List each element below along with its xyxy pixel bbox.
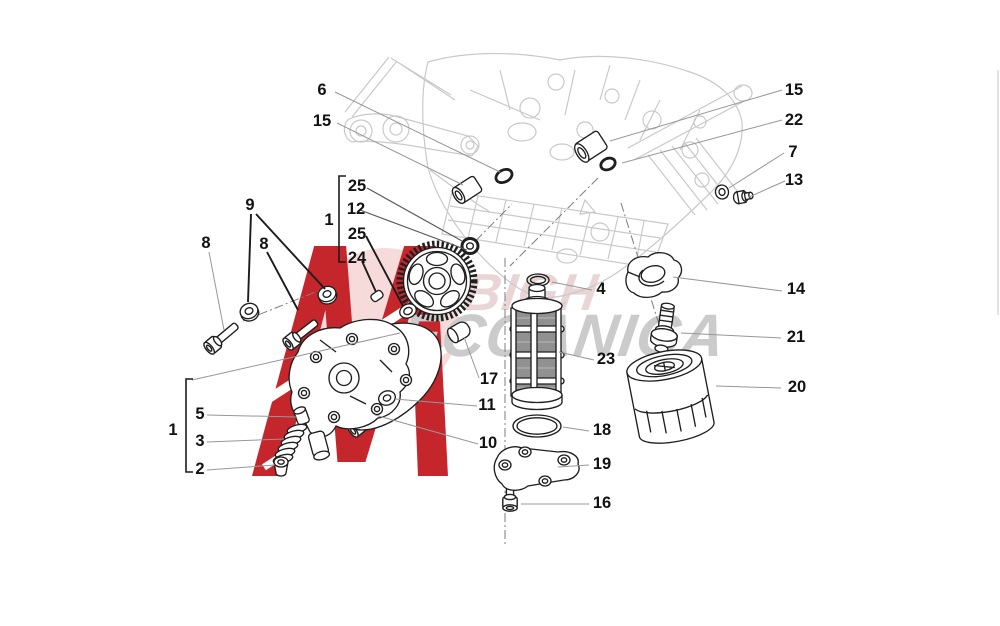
part-label-11: 11 (478, 396, 495, 414)
washer-9-b (317, 285, 338, 305)
oring-6 (494, 167, 514, 185)
part-label-20: 20 (788, 378, 806, 396)
part-label-8: 8 (259, 235, 268, 253)
spring-washer-25 (399, 303, 417, 319)
oil-pump-body (288, 318, 442, 461)
bolt-13 (732, 189, 754, 205)
union-21 (649, 302, 678, 353)
part-label-12: 12 (347, 200, 365, 218)
part-label-16: 16 (593, 494, 611, 512)
part-label-18: 18 (593, 421, 611, 439)
washer-7 (714, 184, 730, 200)
bolt-8-left (201, 318, 243, 357)
part-label-22: 22 (785, 111, 803, 129)
mesh-filter-23 (509, 283, 565, 411)
part-label-21: 21 (787, 328, 805, 346)
part-label-9: 9 (245, 196, 254, 214)
oil-filter-20 (626, 349, 715, 444)
spring-3 (272, 423, 308, 465)
part-label-25: 25 (348, 225, 366, 243)
oring-22 (599, 156, 617, 172)
part-label-2: 2 (195, 460, 204, 478)
cover-plate-19 (493, 446, 580, 491)
part-label-6: 6 (317, 81, 326, 99)
part-label-4: 4 (596, 280, 606, 298)
piston-5 (293, 406, 310, 426)
part-label-7: 7 (788, 143, 797, 161)
part-label-15: 15 (785, 81, 803, 99)
plug-2 (273, 456, 289, 477)
retainer-plate-14 (625, 252, 683, 299)
part-label-25: 25 (348, 177, 366, 195)
part-label-23: 23 (597, 350, 615, 368)
leader-lines (191, 89, 786, 505)
part-label-13: 13 (785, 171, 803, 189)
part-label-1: 1 (168, 421, 177, 439)
part-label-15: 15 (313, 112, 331, 130)
washer-11 (377, 390, 397, 406)
pump-drive-gear (396, 240, 478, 322)
group-brackets (185, 175, 346, 473)
part-label-14: 14 (787, 280, 806, 298)
part-label-5: 5 (195, 405, 204, 423)
washer-9-a (239, 302, 260, 322)
bushing-15-left (451, 175, 483, 205)
part-label-10: 10 (479, 434, 497, 452)
roller-17 (446, 321, 471, 344)
part-label-1: 1 (324, 211, 333, 229)
part-label-24: 24 (348, 249, 367, 267)
bushing-15-right (574, 130, 608, 163)
key-24 (370, 289, 384, 303)
washer-12 (460, 237, 480, 255)
part-label-17: 17 (480, 370, 498, 388)
part-label-3: 3 (195, 432, 204, 450)
part-label-19: 19 (593, 455, 611, 473)
oring-18 (512, 414, 562, 438)
part-label-8: 8 (201, 234, 210, 252)
